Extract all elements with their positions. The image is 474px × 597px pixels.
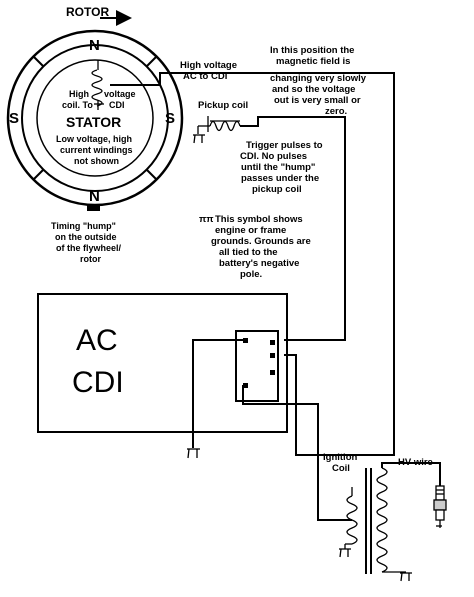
timing-note-3: of the flywheel/ xyxy=(56,243,122,253)
coil-secondary-ground-icon xyxy=(400,572,412,582)
spark-plug-icon xyxy=(433,485,447,528)
pickup-coil xyxy=(197,116,241,134)
terminal-5 xyxy=(243,383,248,388)
pole-bottom: N xyxy=(89,188,100,205)
pickup-to-cdi-wire xyxy=(240,116,346,341)
pole-right: S xyxy=(165,110,175,127)
magnetic-note-3: changing very slowly xyxy=(270,73,367,84)
trigger-note-4: passes under the xyxy=(241,173,319,184)
cdi-ground-icon xyxy=(187,448,200,459)
ignition-coil-label-2: Coil xyxy=(332,463,350,474)
stator-label: STATOR xyxy=(66,114,121,130)
stator-high-voltage-coil xyxy=(91,60,103,107)
ground-note-4: all tied to the xyxy=(219,247,278,258)
coil-primary-ground-icon xyxy=(339,548,351,558)
terminal-2 xyxy=(270,340,275,345)
rotor-inner-ring xyxy=(21,44,169,192)
timing-hump xyxy=(87,204,100,211)
trigger-note-3: until the "hump" xyxy=(241,162,315,173)
timing-note-4: rotor xyxy=(80,254,101,264)
magnetic-note-2: magnetic field is xyxy=(276,56,350,67)
ground-note-5: battery's negative xyxy=(219,258,299,269)
ground-symbol: ππ xyxy=(199,214,214,225)
magnetic-note-1: In this position the xyxy=(270,45,354,56)
ground-icon xyxy=(193,134,205,144)
cdi-label-cdi: CDI xyxy=(72,366,124,399)
ground-note-2: engine or frame xyxy=(215,225,286,236)
magnetic-note-5: out is very small or xyxy=(274,95,361,106)
timing-note-2: on the outside xyxy=(55,232,117,242)
trigger-note-2: CDI. No pulses xyxy=(240,151,307,162)
trigger-note-1: Trigger pulses to xyxy=(246,140,323,151)
stator-core xyxy=(36,59,154,177)
timing-note-1: Timing "hump" xyxy=(51,221,116,231)
ignition-coil-label-1: Ignition xyxy=(323,452,357,463)
ground-note-3: grounds. Grounds are xyxy=(211,236,311,247)
stator-to-cdi-wire xyxy=(110,72,395,456)
cdi-unit-box xyxy=(37,293,288,433)
cdi-to-coil-wire xyxy=(242,385,352,521)
terminal-1 xyxy=(243,338,248,343)
ground-note-6: pole. xyxy=(240,269,262,280)
trigger-note-5: pickup coil xyxy=(252,184,302,195)
terminal-3 xyxy=(270,353,275,358)
rotor-label: ROTOR xyxy=(66,5,109,19)
stator-note-2: current windings xyxy=(60,145,133,155)
cdi-label-ac: AC xyxy=(76,324,118,357)
stator-note-1: Low voltage, high xyxy=(56,134,132,144)
terminal-4 xyxy=(270,370,275,375)
hv-wire xyxy=(381,462,441,486)
stator-note-3: not shown xyxy=(74,156,119,166)
flywheel-rotor xyxy=(6,29,184,211)
stator-coil-right-1: voltage xyxy=(104,89,136,99)
stator-coil-right-2: CDI xyxy=(109,100,125,110)
magnetic-note-4: and so the voltage xyxy=(272,84,355,95)
hv-ac-label-1: High voltage xyxy=(180,60,237,71)
pole-left: S xyxy=(9,110,19,127)
magnetic-note-6: zero. xyxy=(325,106,347,117)
pole-top: N xyxy=(89,37,100,54)
cdi-ground-wire xyxy=(192,339,243,448)
stator-coil-left-2: coil. To xyxy=(62,100,93,110)
ground-note-1: This symbol shows xyxy=(215,214,303,225)
ignition-coil xyxy=(344,467,406,574)
stator-coil-left-1: High xyxy=(69,89,89,99)
pickup-coil-label: Pickup coil xyxy=(198,100,248,111)
hv-ac-label-2: AC to CDI xyxy=(183,71,227,82)
